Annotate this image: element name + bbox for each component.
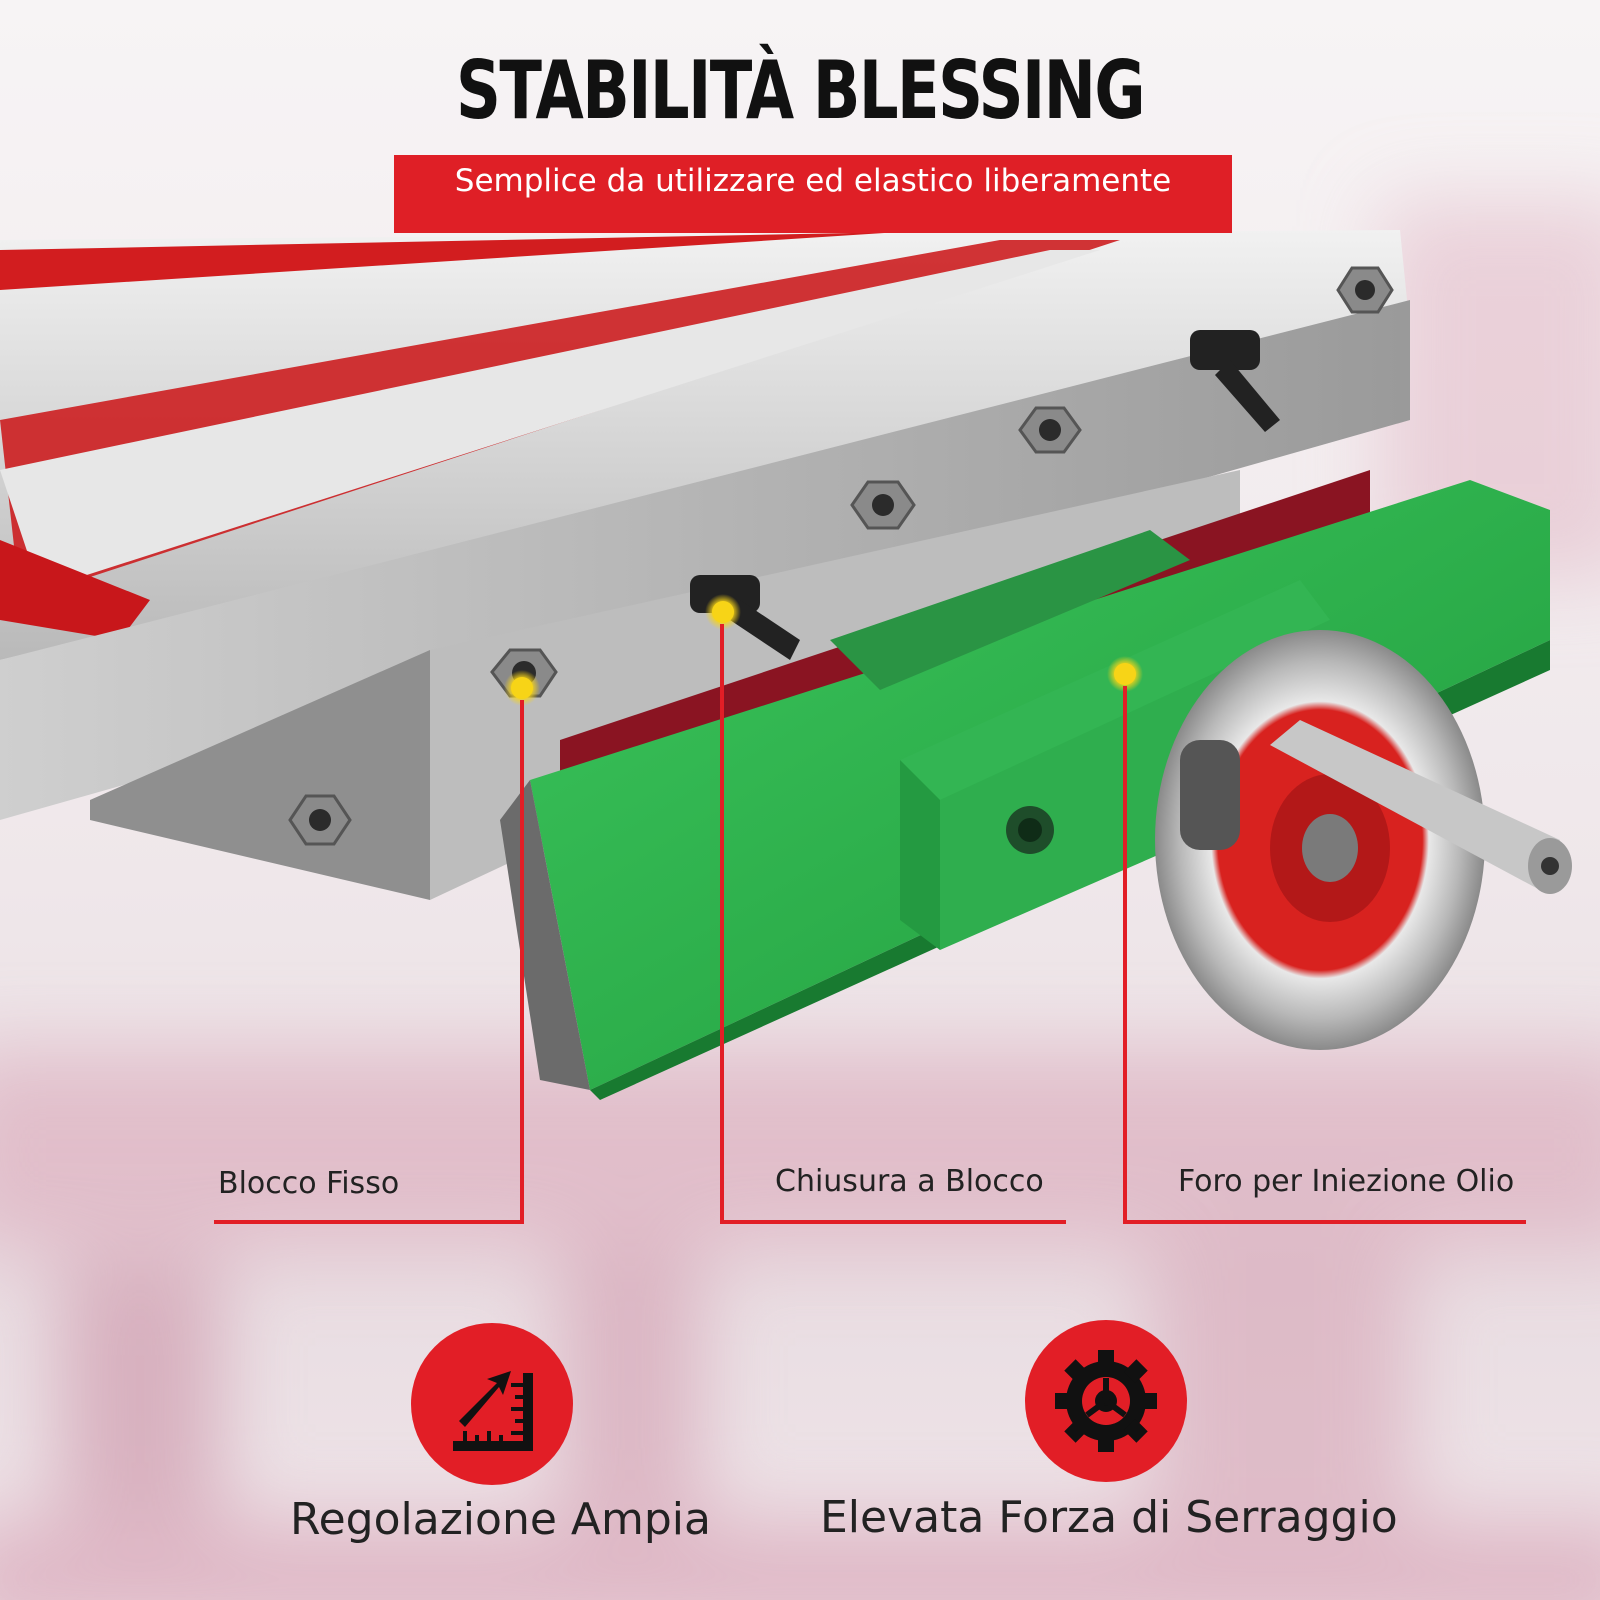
gear-icon — [1025, 1320, 1187, 1482]
callout-lines — [214, 594, 1526, 1224]
callout-label-blocco-fisso: Blocco Fisso — [218, 1166, 400, 1201]
ruler-arrow-icon — [411, 1323, 573, 1485]
feature-label-serraggio: Elevata Forza di Serraggio — [820, 1492, 1398, 1543]
subtitle-text: Semplice da utilizzare ed elastico liber… — [454, 163, 1172, 199]
headline-title: STABILITÀ BLESSING — [455, 44, 1146, 137]
callout-label-chiusura-blocco: Chiusura a Blocco — [775, 1164, 1044, 1199]
callout-label-foro-olio: Foro per Iniezione Olio — [1178, 1164, 1515, 1199]
feature-label-regolazione: Regolazione Ampia — [290, 1494, 711, 1545]
subtitle-banner: Semplice da utilizzare ed elastico liber… — [394, 155, 1232, 233]
